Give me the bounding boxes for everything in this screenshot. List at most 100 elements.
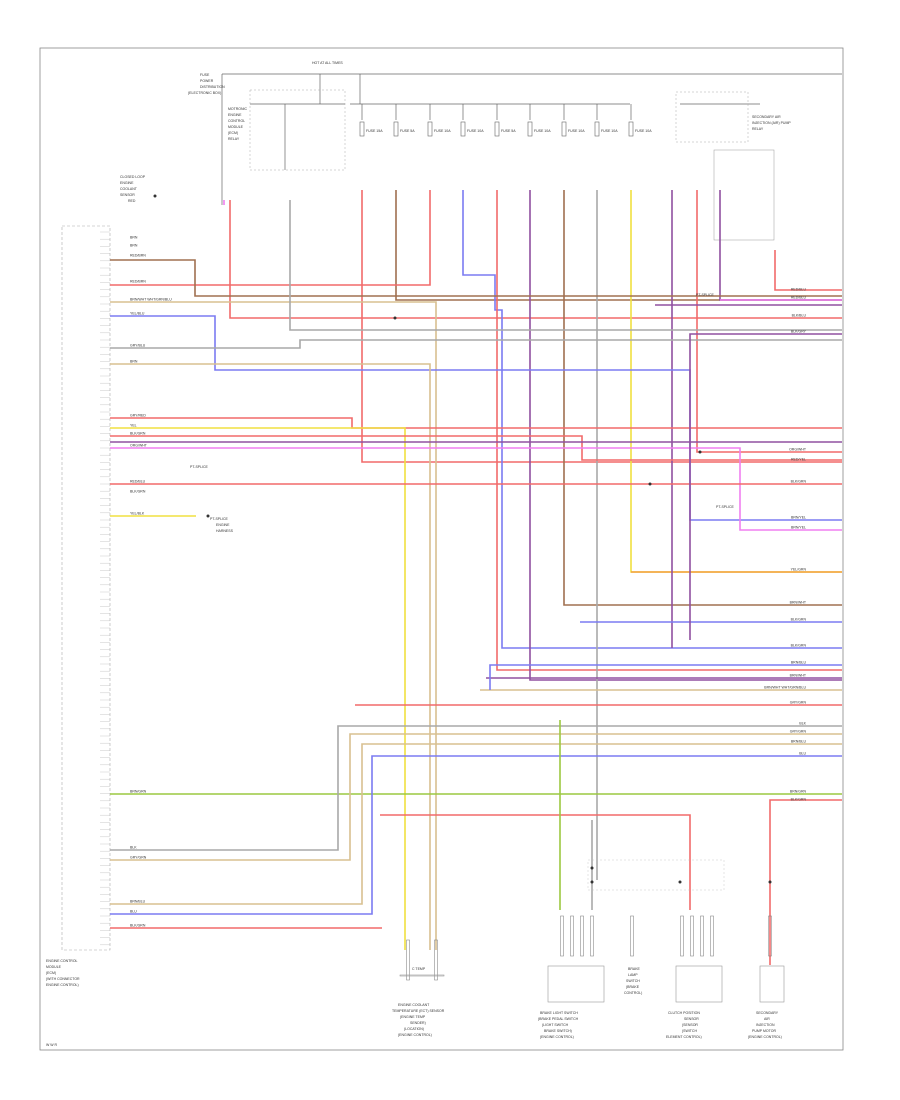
connector-stub [630,915,634,957]
left-component-label-1: ENGINE [120,181,134,185]
wire [110,315,842,521]
right-connector-label: YEL/GRN [791,568,807,572]
ignition-relay-box [249,89,346,171]
fuse-power-label-2: DISTRIBUTION [200,85,225,89]
fuse-label: FUSE 10A [635,129,652,133]
connector-stub [590,915,594,957]
fuse-label: FUSE 15A [366,129,383,133]
wire [395,190,842,301]
splice-dot [153,194,157,198]
right-connector-label: BRN/BLU [791,661,807,665]
ect-label-3: SENDER) [410,1021,426,1025]
splice-dot [698,450,702,454]
brake-switch-label-0: BRAKE LIGHT SWITCH [540,1011,578,1015]
right-connector-label: ORG/WHT [789,448,807,452]
connector-stub [690,915,694,957]
wire [110,427,406,950]
fuse-power-label-0: FUSE [200,73,210,77]
brake-lamp-label-2: SWITCH [626,979,640,983]
splice-label: PT-SPLICE [210,517,229,521]
fuse-label: FUSE 10A [467,129,484,133]
right-connector-label: BLU [799,752,806,756]
connector-stub [570,915,574,957]
brake-lamp-label-0: BRAKE [628,967,641,971]
dashed-junction-box [587,859,725,891]
ecm-pin-ticks [100,231,110,945]
ect-label-0: ENGINE COOLANT [398,1003,430,1007]
ecm-pin-label: RED/BRN [130,254,146,258]
diagram-frame [39,47,844,1051]
left-component-label-2: COOLANT [120,187,138,191]
ecm-pin-label: YEL [130,424,137,428]
wire [110,755,842,915]
right-connector-label: BRN/WHT WHT/GRN/BLU [764,686,806,690]
ecm-connector-block [61,225,111,951]
fuse-label: FUSE 10A [434,129,451,133]
connector-stub [700,915,704,957]
connector-stub [560,915,564,957]
fuse-icon [594,121,600,137]
wire [529,190,842,681]
splice-dot [590,866,594,870]
fuse-label: FUSE 5A [501,129,516,133]
ecm-label-3: (WITH CONNECTOR [46,977,80,981]
brake-switch-label-2: (LIGHT SWITCH [542,1023,569,1027]
right-connector-label: BRN/BLU [791,740,807,744]
secondary-label-3: PUMP MOTOR [752,1029,776,1033]
fuse-icon [359,121,365,137]
left-relay-label-3: MODULE [228,125,244,129]
brake-switch-label-1: (BRAKE PEDAL SWITCH [538,1017,579,1021]
air-pump-motor-box [759,965,785,1003]
fuse-label: FUSE 10A [601,129,618,133]
wire [110,301,437,950]
fuse-icon [494,121,500,137]
wire [696,190,842,453]
brake-switch-box [547,965,605,1003]
ecm-pin-label: RED/BRN [130,280,146,284]
connector-stub [434,939,438,981]
splice-dot [678,880,682,884]
connector-stub [768,915,772,957]
brake-lamp-label-3: (BRAKE [626,985,640,989]
splice-dots [153,194,772,884]
fuse-icon [393,121,399,137]
brake-lamp-label-1: LAMP [628,973,638,977]
ecm-pin-label: GRY/GRN [130,856,147,860]
wire [110,743,842,905]
right-connector-label: GRY/GRN [790,701,807,705]
ect-label-4: (LOCATION) [404,1027,424,1031]
connector-stub [406,939,410,981]
clutch-label-4: ELEMENT CONTROL) [666,1035,702,1039]
relay-control-box [713,149,775,241]
splice-dot [768,880,772,884]
right-connector-label: BLK/GRN [791,644,807,648]
secondary-label-1: AIR [764,1017,770,1021]
left-relay-label-1: ENGINE [228,113,242,117]
fuse-icon [561,121,567,137]
ect-label-5: (ENGINE CONTROL) [398,1033,432,1037]
ecm-pin-label: BLK/GRN [130,490,146,494]
right-connector-label: BLK/BLU [792,314,807,318]
right-connector-label: BLK/GRN [791,798,807,802]
footer-id: W W R [46,1043,58,1047]
ecm-pin-label: RED/BLU [130,480,146,484]
wire [110,190,431,286]
brake-switch-label-3: BRAKE SWITCH) [544,1029,572,1033]
right-connector-label: BRN/WHT [790,601,807,605]
wire [689,333,842,640]
right-side-labels: RED/BLURED/BLUBLK/BLUBLK/GRYORG/WHTRED/Y… [764,288,807,802]
splice-label: PT-SPLICE [696,293,715,297]
clutch-label-0: CLUTCH POSITION [668,1011,700,1015]
left-component-label-3: SENSOR [120,193,135,197]
wire [380,814,691,910]
ecm-pin-label: GRY/RED [130,414,146,418]
ect-sensor-box [399,974,445,977]
secondary-label-2: INJECTION [756,1023,775,1027]
right-connector-label: GRY/GRN [790,730,807,734]
fuse-label: FUSE 10A [534,129,551,133]
secondary-label-4: (ENGINE CONTROL) [748,1035,782,1039]
wire [489,664,842,690]
